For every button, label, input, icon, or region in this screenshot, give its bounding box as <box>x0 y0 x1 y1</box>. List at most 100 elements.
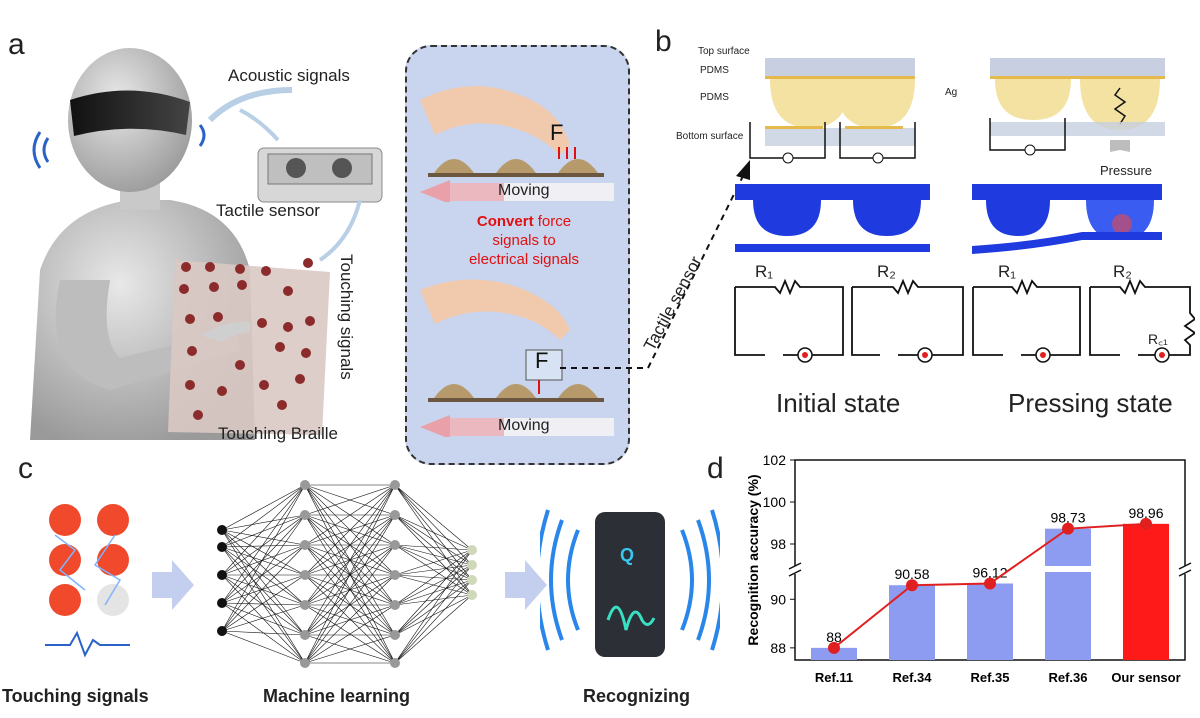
nn-node <box>217 598 227 608</box>
category-label: Ref.36 <box>1048 670 1087 685</box>
accuracy-point <box>828 641 840 654</box>
top-surface-label: Top surface <box>698 46 750 57</box>
bar <box>1045 528 1091 660</box>
nn-edge <box>394 544 473 566</box>
finger-bottom-illustration <box>420 279 604 402</box>
neural-network-diagram <box>217 480 477 668</box>
nn-node <box>467 575 477 585</box>
y-tick-label: 88 <box>770 640 786 656</box>
nn-edge <box>304 604 396 636</box>
nn-node <box>467 545 477 555</box>
nn-edge <box>304 484 396 576</box>
moving-label-top: Moving <box>498 182 550 199</box>
nn-node <box>467 560 477 570</box>
bar-value-label: 90.58 <box>894 566 929 582</box>
nn-node <box>390 480 400 490</box>
nn-edge <box>304 514 396 664</box>
nn-node <box>300 570 310 580</box>
nn-node <box>390 510 400 520</box>
bar <box>967 583 1013 660</box>
r1-initial-label: R₁ <box>755 262 774 281</box>
nn-node <box>300 600 310 610</box>
nn-edge <box>221 484 306 531</box>
nn-edge <box>394 514 473 566</box>
nn-node <box>390 540 400 550</box>
simulation-initial <box>735 184 930 252</box>
bar-value-label: 88 <box>826 629 842 645</box>
axis-break-right <box>1178 562 1192 577</box>
bar <box>889 585 935 660</box>
nn-edge <box>304 544 396 636</box>
nn-edge <box>394 514 473 551</box>
nn-edge <box>221 529 306 664</box>
nn-edge <box>304 484 396 546</box>
y-tick-label: 102 <box>763 452 787 468</box>
nn-edge <box>304 634 396 664</box>
acoustic-signals-label: Acoustic signals <box>228 66 350 85</box>
panel-d-label: d <box>707 452 724 485</box>
nn-edge <box>394 579 473 636</box>
dashed-link-arrow <box>560 160 750 369</box>
nn-edge <box>221 544 306 604</box>
pdms-top-label: PDMS <box>700 65 729 76</box>
nn-edge <box>394 549 473 606</box>
nn-edge <box>221 529 306 546</box>
moving-label-bottom: Moving <box>498 417 550 434</box>
signal-arrows <box>207 87 362 262</box>
braille-cell-illustration <box>45 504 130 658</box>
category-label: Ref.11 <box>815 670 853 685</box>
recognizing-caption: Recognizing <box>583 686 690 706</box>
nn-edge <box>221 529 306 636</box>
touching-braille-label: Touching Braille <box>218 424 339 443</box>
finger-top-illustration <box>420 86 604 177</box>
nn-edge <box>394 484 473 551</box>
nn-edge <box>304 604 396 664</box>
bottom-surface-label: Bottom surface <box>676 131 744 142</box>
nn-edge <box>221 574 306 636</box>
humanoid-figure-illustration <box>30 48 330 440</box>
pressing-state-label: Pressing state <box>1008 388 1173 418</box>
nn-edge <box>394 564 473 636</box>
y-tick-label: 90 <box>770 591 786 607</box>
nn-edge <box>221 546 306 636</box>
nn-node <box>217 525 227 535</box>
nn-edge <box>304 484 396 516</box>
arrow-c1 <box>152 560 194 610</box>
touching-signals-label: Touching signals <box>337 254 356 380</box>
y-axis-label: Recognition accuracy (%) <box>745 474 761 645</box>
accuracy-point <box>906 579 918 592</box>
nn-edge <box>304 484 396 606</box>
convert-rest1: force <box>533 213 572 230</box>
axis-break-left <box>788 562 802 577</box>
nn-edge <box>221 574 306 632</box>
nn-node <box>390 570 400 580</box>
nn-node <box>390 600 400 610</box>
phone-illustration <box>540 509 720 657</box>
nn-edge <box>394 594 473 664</box>
moving-arrow-top <box>420 180 614 202</box>
machine-learning-caption: Machine learning <box>263 686 411 706</box>
r2-initial-label: R₂ <box>877 262 896 281</box>
nn-edge <box>394 579 473 664</box>
nn-edge <box>221 574 306 604</box>
category-label: Ref.35 <box>970 670 1009 685</box>
moving-arrow-bottom <box>420 415 614 437</box>
nn-edge <box>394 549 473 576</box>
y-tick-label: 100 <box>763 494 787 510</box>
nn-edge <box>221 514 306 548</box>
arrow-c2 <box>505 560 547 610</box>
nn-edge <box>221 574 306 606</box>
nn-node <box>300 510 310 520</box>
convert-bold: Convert <box>476 213 534 230</box>
simulation-pressing <box>972 184 1162 254</box>
nn-node <box>300 658 310 668</box>
initial-state-label: Initial state <box>776 388 901 418</box>
convert-rest3: electrical signals <box>468 251 580 268</box>
axis-break-right-gap <box>1179 566 1191 574</box>
force-label-bottom: F <box>535 348 549 373</box>
bar <box>811 647 857 660</box>
nn-edge <box>394 564 473 606</box>
braille-dots <box>179 258 315 420</box>
nn-edge <box>394 549 473 664</box>
